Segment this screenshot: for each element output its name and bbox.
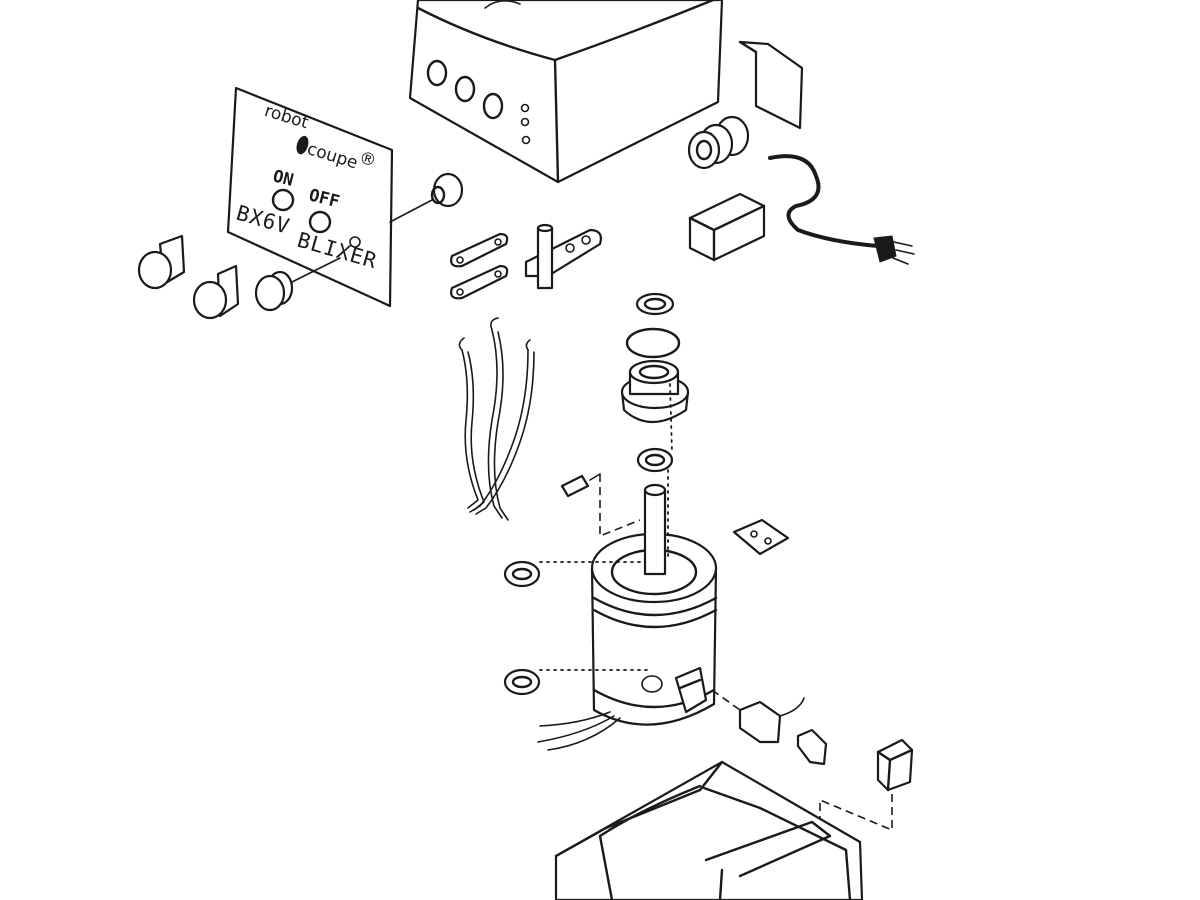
switch-bracket bbox=[524, 223, 602, 290]
brand-registered-mark: ® bbox=[356, 148, 378, 172]
push-button-right bbox=[254, 270, 294, 312]
mounting-plate bbox=[732, 518, 790, 556]
on-label: ON bbox=[271, 166, 296, 190]
control-panel-plate: robot coupe ® ON OFF BX6V BLIXER bbox=[226, 86, 433, 308]
push-button-middle bbox=[192, 264, 240, 320]
motor-leads bbox=[537, 711, 621, 751]
shaft-key bbox=[560, 473, 641, 538]
on-button-hole bbox=[271, 188, 295, 212]
off-button-hole bbox=[308, 210, 332, 234]
indicator-light-knob bbox=[430, 172, 464, 208]
o-ring bbox=[625, 327, 681, 359]
side-seal-upper bbox=[503, 560, 641, 588]
lower-bearing-ring bbox=[636, 447, 674, 473]
motor-housing-top bbox=[408, 0, 724, 184]
terminal-link-lower bbox=[450, 264, 509, 300]
bearing-housing bbox=[620, 359, 690, 423]
thermal-protector bbox=[711, 689, 805, 744]
cable-gland bbox=[687, 115, 750, 170]
terminal-link-upper bbox=[450, 232, 509, 268]
motor bbox=[590, 483, 718, 726]
capacitor-block bbox=[688, 192, 766, 262]
wire-harness bbox=[458, 317, 535, 521]
cover-plate bbox=[738, 40, 804, 130]
indicator-hole bbox=[349, 236, 361, 248]
upper-seal-ring bbox=[635, 292, 675, 316]
relay-module bbox=[819, 738, 914, 832]
side-seal-lower bbox=[503, 668, 651, 696]
wire-connector bbox=[796, 728, 828, 766]
push-button-left bbox=[137, 234, 186, 290]
base-tray bbox=[554, 760, 864, 900]
brand-logo-mark bbox=[296, 135, 309, 155]
power-cord bbox=[768, 154, 915, 265]
